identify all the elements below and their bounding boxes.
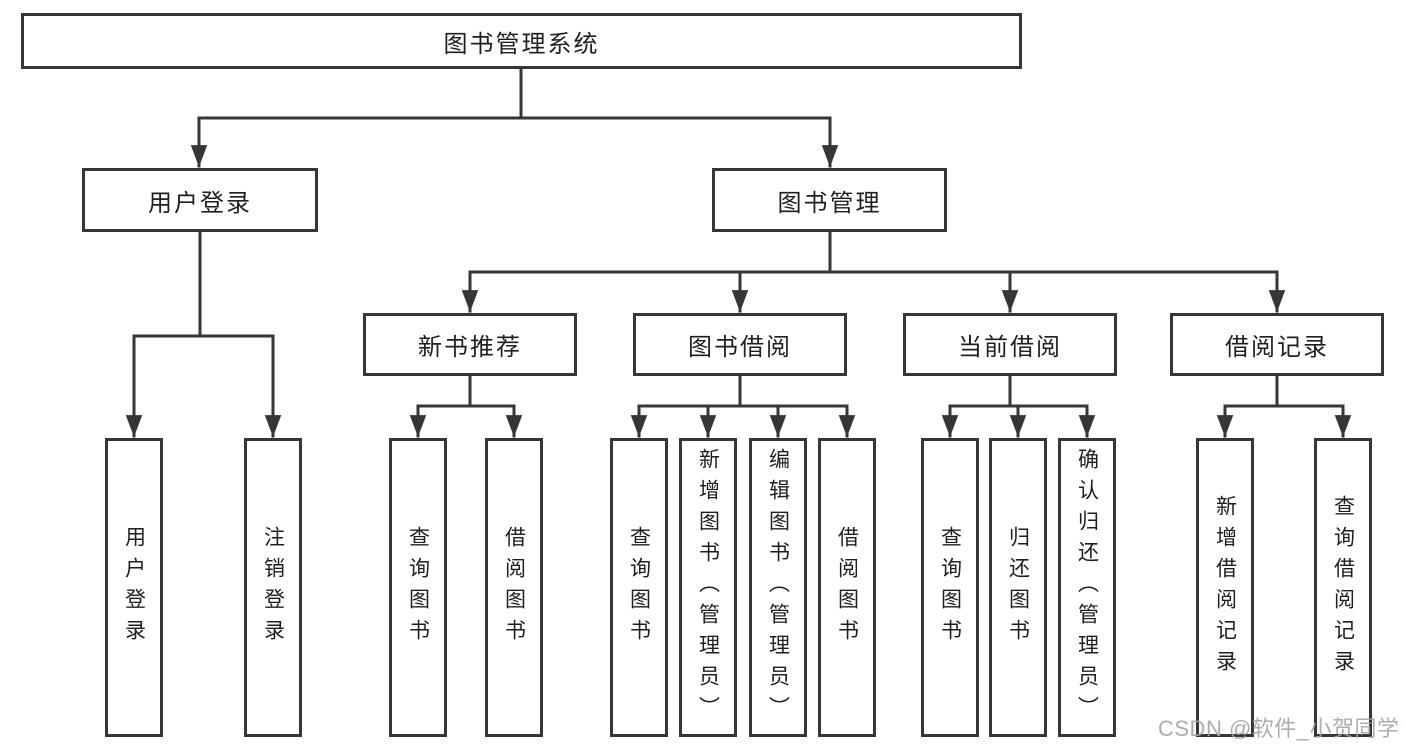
leaf-label: 借阅图书 (835, 525, 859, 650)
leaf-return-book: 归还图书 (989, 438, 1047, 737)
leaf-label: 确认归还（管理员） (1075, 448, 1099, 727)
node-current-borrow: 当前借阅 (903, 313, 1117, 376)
leaf-label: 查询图书 (938, 525, 962, 650)
leaf-label: 注销登录 (261, 525, 285, 650)
leaf-label: 新增图书（管理员） (696, 448, 720, 727)
leaf-label: 用户登录 (122, 525, 146, 650)
leaf-label: 借阅图书 (502, 525, 526, 650)
node-book-management: 图书管理 (712, 168, 947, 232)
node-borrow-records: 借阅记录 (1170, 313, 1384, 376)
node-library-system: 图书管理系统 (21, 13, 1022, 69)
leaf-label: 查询图书 (627, 525, 651, 650)
leaf-edit-book-admin: 编辑图书（管理员） (749, 438, 807, 737)
leaf-label: 归还图书 (1006, 525, 1030, 650)
leaf-query-books-current: 查询图书 (921, 438, 979, 737)
leaf-label: 编辑图书（管理员） (766, 448, 790, 727)
leaf-add-borrow-record: 新增借阅记录 (1196, 438, 1254, 737)
node-book-borrow: 图书借阅 (633, 313, 847, 376)
leaf-logout: 注销登录 (244, 438, 302, 737)
leaf-label: 新增借阅记录 (1213, 494, 1237, 681)
leaf-borrow-books: 借阅图书 (818, 438, 876, 737)
leaf-confirm-return-admin: 确认归还（管理员） (1058, 438, 1116, 737)
leaf-borrow-books-recommend: 借阅图书 (485, 438, 543, 737)
leaf-query-books-recommend: 查询图书 (389, 438, 447, 737)
leaf-label: 查询借阅记录 (1331, 494, 1355, 681)
leaf-query-books-borrow: 查询图书 (610, 438, 668, 737)
leaf-query-borrow-record: 查询借阅记录 (1314, 438, 1372, 737)
node-new-book-recommend: 新书推荐 (363, 313, 577, 376)
leaf-user-login: 用户登录 (105, 438, 163, 737)
node-user-login: 用户登录 (82, 168, 318, 232)
csdn-watermark: CSDN @软件_小贺同学 (1158, 716, 1400, 741)
leaf-label: 查询图书 (406, 525, 430, 650)
leaf-add-book-admin: 新增图书（管理员） (679, 438, 737, 737)
